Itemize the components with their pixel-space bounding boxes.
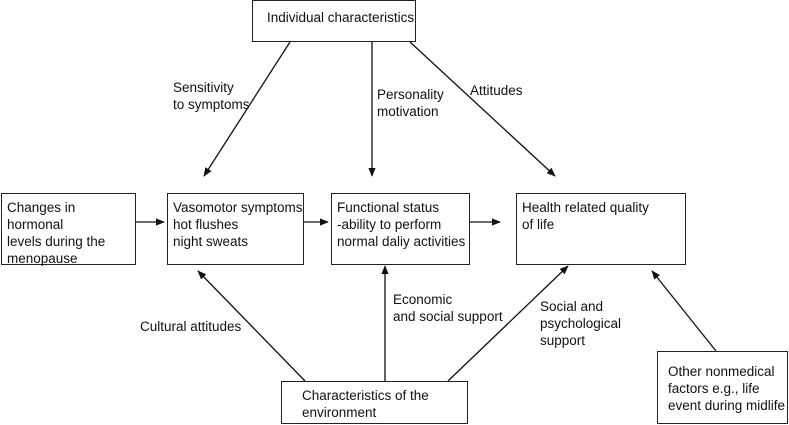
economic-support-label: Economic and social support xyxy=(393,292,503,324)
other-nonmedical-box: Other nonmedical factors e.g., life even… xyxy=(657,351,788,424)
arrow-social xyxy=(447,265,569,382)
personality-label: Personality motivation xyxy=(377,87,444,119)
arrow-nonmedical xyxy=(651,270,717,352)
attitudes-label: Attitudes xyxy=(470,83,523,98)
hormonal-changes-box: Changes in hormonal levels during the me… xyxy=(1,193,136,266)
individual-characteristics-text: Individual characteristics xyxy=(267,10,415,25)
hormonal-changes-text: Changes in hormonal levels during the me… xyxy=(7,200,106,266)
arrow-sensitivity xyxy=(203,41,291,177)
environment-text: Characteristics of the environment xyxy=(302,388,429,420)
arrow-attitudes xyxy=(409,41,556,177)
functional-status-text: Functional status -ability to perform no… xyxy=(337,200,466,249)
individual-characteristics-box: Individual characteristics xyxy=(252,0,416,42)
sensitivity-label: Sensitivity to symptoms xyxy=(173,80,250,112)
vasomotor-symptoms-text: Vasomotor symptoms hot flushes night swe… xyxy=(173,200,303,249)
other-nonmedical-text: Other nonmedical factors e.g., life even… xyxy=(668,364,786,413)
arrow-cultural xyxy=(197,270,306,382)
health-quality-text: Health related quality of life xyxy=(522,200,649,232)
environment-box: Characteristics of the environment xyxy=(281,381,468,424)
social-support-label: Social and psychological support xyxy=(540,299,622,348)
health-quality-box: Health related quality of life xyxy=(516,193,686,265)
cultural-attitudes-label: Cultural attitudes xyxy=(140,319,242,334)
functional-status-box: Functional status -ability to perform no… xyxy=(331,193,470,265)
vasomotor-symptoms-box: Vasomotor symptoms hot flushes night swe… xyxy=(167,193,304,265)
